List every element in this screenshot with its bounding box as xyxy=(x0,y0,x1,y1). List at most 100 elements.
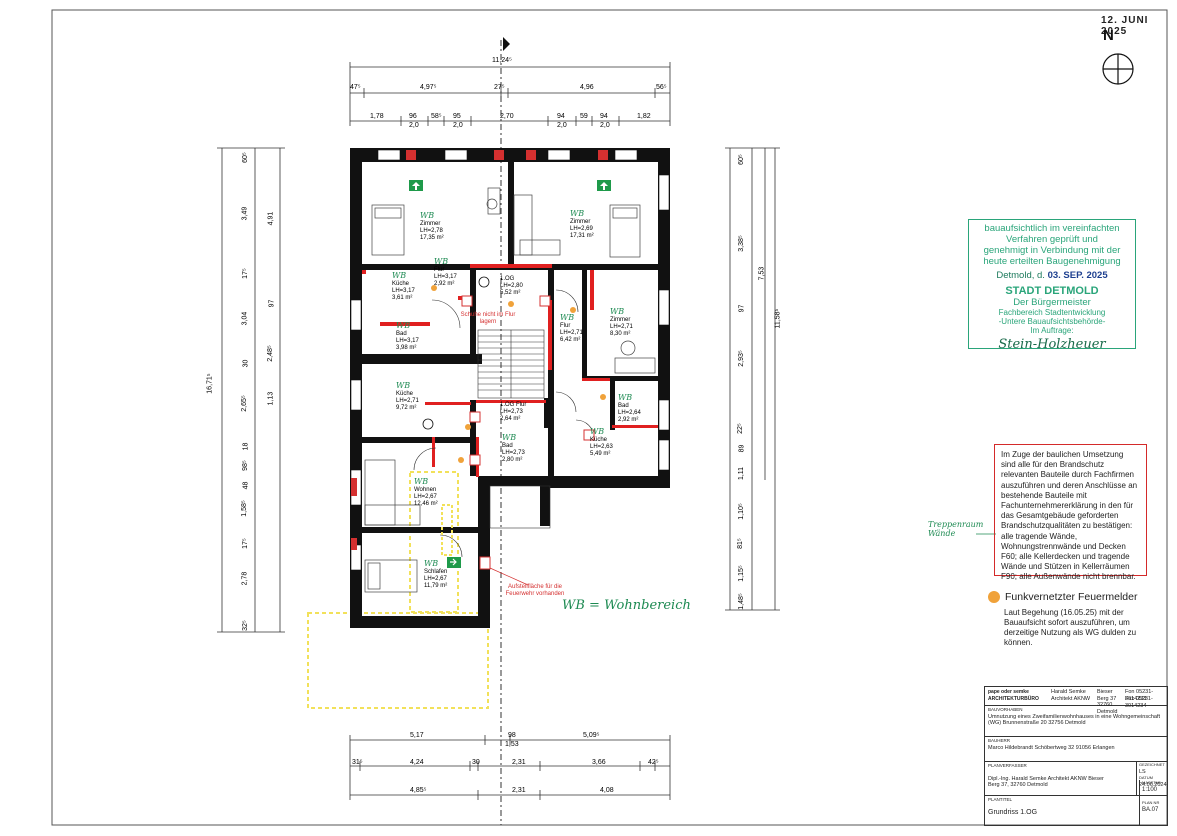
dim-top-row3-8: 1,82 xyxy=(637,113,651,120)
dim-right-8: 81⁵ xyxy=(736,538,744,549)
room-area: 8,30 m² xyxy=(610,331,631,337)
approval-stamp: bauaufsichtlich im vereinfachten Verfahr… xyxy=(968,219,1136,351)
dim-top-row2-4: 56⁵ xyxy=(656,84,667,91)
dim-top-row3b-0: 2,0 xyxy=(409,122,419,129)
dim-right-10: 1,48⁵ xyxy=(737,593,745,610)
dim-left2-1: 97 xyxy=(268,299,276,308)
stamp-dept: Fachbereich Stadtentwicklung xyxy=(998,308,1106,317)
room-area: 2,64 m² xyxy=(500,416,521,422)
room-note: WB xyxy=(610,307,625,316)
client-text: Marco Hildebrandt Schöbertweg 32 91056 E… xyxy=(988,744,1115,751)
dim-top-row3-5: 94 xyxy=(557,113,565,120)
dim-bottom3-2: 4,08 xyxy=(600,787,614,794)
room-name: Schlafen xyxy=(424,569,448,575)
dim-right-0: 60⁵ xyxy=(737,154,745,165)
stamp-dept: -Untere Bauaufsichtsbehörde- xyxy=(998,317,1106,326)
dim-left-8: 48 xyxy=(242,481,250,490)
dim-bottom1-0: 5,17 xyxy=(410,732,424,739)
dim-bottom2-2: 30 xyxy=(472,759,480,766)
stamp-office: Der Bürgermeister xyxy=(1013,297,1091,308)
room-area: 5,49 m² xyxy=(590,451,611,457)
room-lh: LH=3,17 xyxy=(396,338,419,344)
dim-right-2: 97 xyxy=(738,304,746,313)
firm-name: pape oder semke ARCHITEKTURBÜRO xyxy=(988,689,1039,702)
dim-left2-2: 2,48⁵ xyxy=(266,345,274,362)
plan-label: PLANTITEL xyxy=(988,797,1013,802)
dim-bottom3-1: 2,31 xyxy=(512,787,526,794)
dim-left-4: 30 xyxy=(242,359,250,368)
room-lh: LH=2,71 xyxy=(396,398,419,404)
room-lh: LH=2,71 xyxy=(560,330,583,336)
legend-title: Funkvernetzter Feuermelder xyxy=(1005,591,1138,603)
dim-bottom3-0: 4,85⁵ xyxy=(410,787,427,794)
room-name: Zimmer xyxy=(420,221,441,227)
dim-left-7: 98⁵ xyxy=(241,460,249,471)
room-note: WB xyxy=(392,271,407,280)
plan-title: Grundriss 1.OG xyxy=(988,809,1038,816)
section-marker-icon xyxy=(503,37,510,51)
firm-phone: Fon 05231-3014233 xyxy=(1125,689,1154,702)
dim-left2-3: 1,13 xyxy=(267,391,275,406)
scale-value: 1:100 xyxy=(1142,786,1158,793)
dim-top-row2-2: 27⁵ xyxy=(494,84,505,91)
room-lh: LH=2,73 xyxy=(502,450,525,456)
plan-no-value: BA.07 xyxy=(1142,806,1159,813)
received-date-stamp: 12. JUNI 2025 xyxy=(1101,15,1149,37)
room-lh: LH=2,69 xyxy=(570,226,593,232)
dim-top-row3-3: 95 xyxy=(453,113,461,120)
dim-left-0: 60⁵ xyxy=(241,152,249,163)
dim-bottom2-0: 31⁵ xyxy=(352,759,363,766)
client-label: BAUHERR xyxy=(988,738,1011,743)
smoke-detector-icon xyxy=(988,591,1000,603)
dim-top-row2-0: 47⁵ xyxy=(350,84,361,91)
room-name: Küche xyxy=(590,437,608,443)
stamp-dateline: Detmold, d. 03. SEP. 2025 xyxy=(973,270,1131,281)
dim-top-row3b-3: 2,0 xyxy=(600,122,610,129)
stamp-city: STADT DETMOLD xyxy=(1005,285,1099,297)
we-legend-note: WB = Wohnbereich xyxy=(562,598,691,613)
firm-address: Bieser Berg 37 32760 Detmold xyxy=(1097,689,1118,715)
room-lh: LH=2,71 xyxy=(610,324,633,330)
planner-text: Dipl.-Ing. Harald Semke Architekt AKNW B… xyxy=(988,775,1104,789)
room-note: WB xyxy=(414,477,429,486)
dim-top-row3-1: 96 xyxy=(409,113,417,120)
room-name: Küche xyxy=(396,391,414,397)
dim-top-row3-6: 59 xyxy=(580,113,588,120)
room-note: WB xyxy=(420,211,435,220)
dim-top-row3-0: 1,78 xyxy=(370,113,384,120)
room-lh: LH=2,64 xyxy=(618,410,641,416)
room-lh: LH=2,67 xyxy=(414,494,437,500)
room-area: 11,79 m² xyxy=(424,583,448,589)
dim-left-3: 3,04 xyxy=(241,311,249,326)
dim-bottom1b: 1,53 xyxy=(505,741,519,748)
room-area: 3,98 m² xyxy=(396,345,417,351)
room-name: 1.OG Flur xyxy=(500,402,527,408)
dim-top-row2-1: 4,97⁵ xyxy=(420,84,437,91)
dim-bottom1-1: 98 xyxy=(508,732,516,739)
plan-no-label: PLAN NR xyxy=(1142,800,1160,805)
dim-right-6: 1,11 xyxy=(738,466,746,481)
dim-top-row2-3: 4,96 xyxy=(580,84,594,91)
dim-top-row3-7: 94 xyxy=(600,113,608,120)
stamp-dept: Im Auftrage: xyxy=(1030,326,1074,335)
room-area: 12,46 m² xyxy=(414,501,438,507)
room-name: 1.OG xyxy=(500,276,515,282)
dim-right-total: 11,58⁵ xyxy=(774,308,782,329)
room-name: Flur xyxy=(434,267,445,273)
dim-left-total: 16,71⁵ xyxy=(206,373,214,394)
dim-top-total: 11,24⁵ xyxy=(492,57,512,64)
stairwell-note: Treppenraum Wände xyxy=(928,520,984,538)
stamp-place: Detmold, d. xyxy=(996,270,1045,281)
title-block: pape oder semke ARCHITEKTURBÜRO Harald S… xyxy=(984,686,1168,826)
